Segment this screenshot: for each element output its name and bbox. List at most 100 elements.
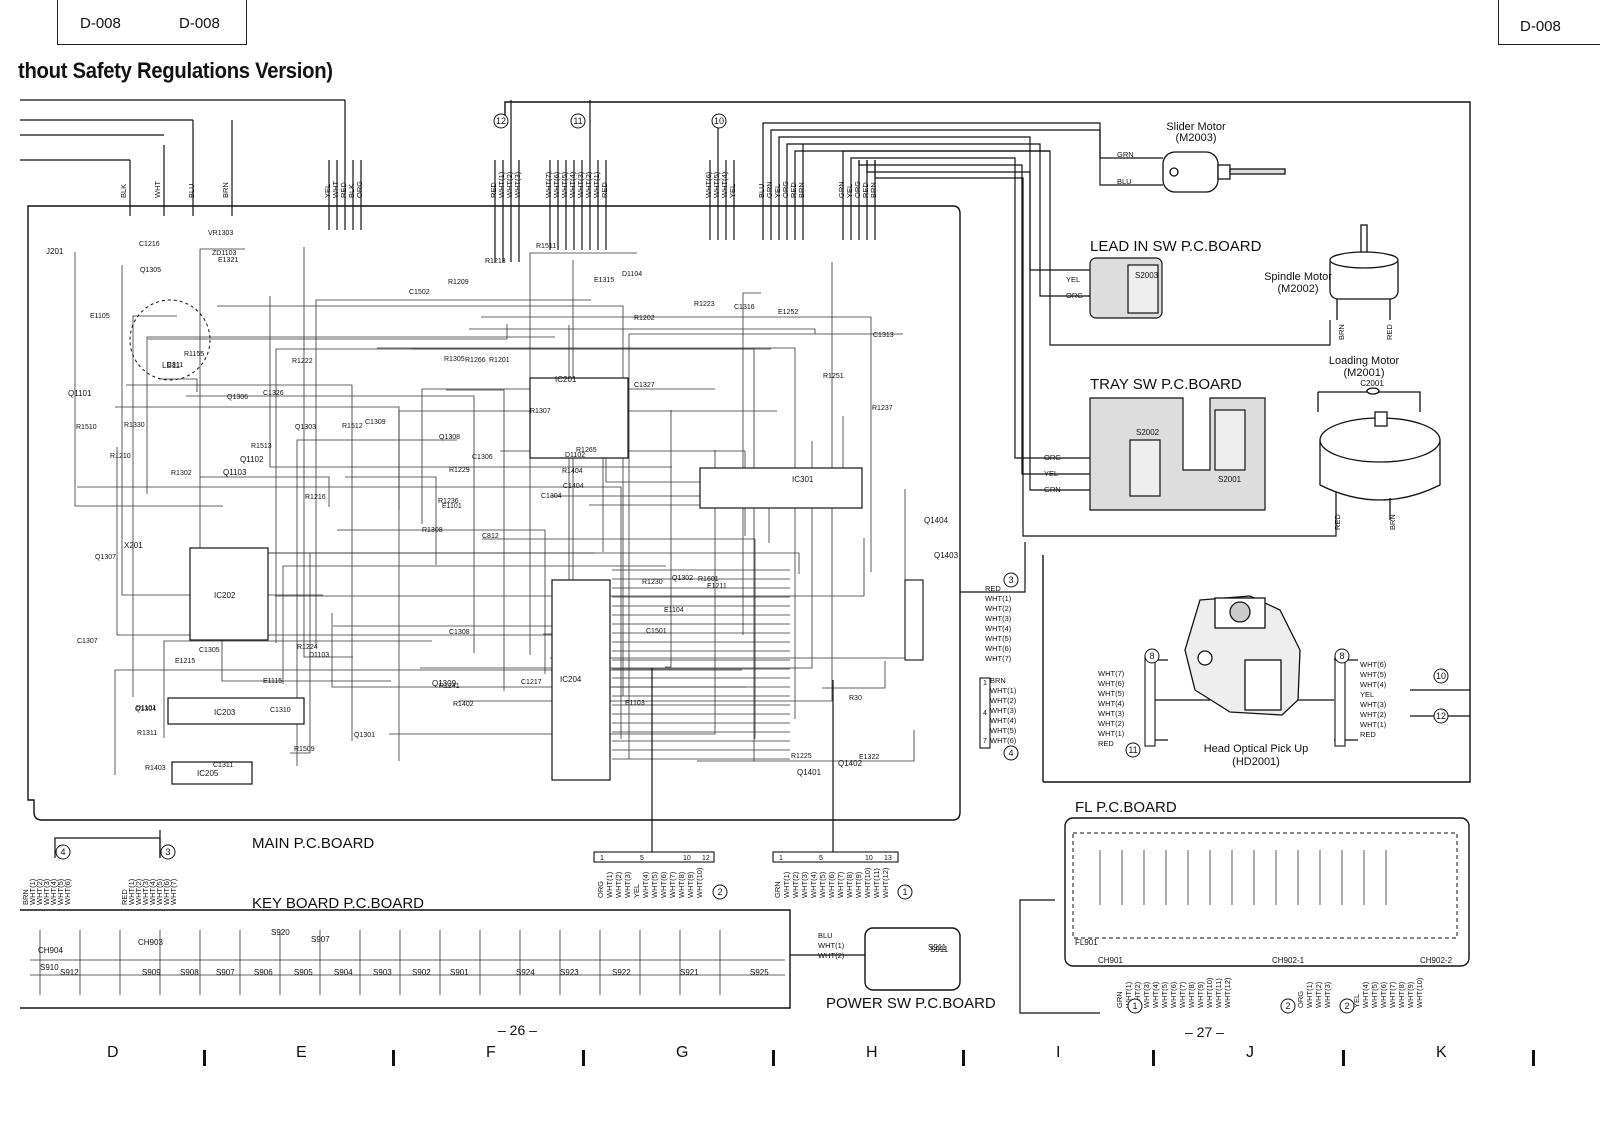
wire-bottom-a-11: WHT(10)	[695, 867, 704, 898]
ref-label-33: R1229	[449, 467, 470, 474]
ref-label-41: R1512	[342, 423, 363, 430]
ic301-chip	[699, 467, 863, 509]
mark-1b: 1	[1132, 1001, 1137, 1011]
zone-divider-4	[962, 1050, 965, 1066]
wire-fl2a-3: WHT(3)	[1323, 981, 1332, 1008]
wire-cb501-1: YEL	[845, 184, 854, 198]
mark-12b-ring	[1433, 708, 1449, 724]
wire-fl1-0: GRN	[1115, 991, 1124, 1008]
zone-divider-5	[1152, 1050, 1155, 1066]
ref-label-21: R1311	[137, 730, 157, 737]
wire-cb202-3: WHT(4)	[568, 171, 577, 198]
wire-cb201-3: WHT(3)	[513, 171, 522, 198]
wire-tray-2: GRN	[1044, 485, 1061, 494]
wire-cb202-2: WHT(5)	[560, 171, 569, 198]
wire-cb301-2: WHT(4)	[720, 171, 729, 198]
wire-fl2b-3: WHT(6)	[1379, 981, 1388, 1008]
s911-label: S911	[928, 943, 947, 952]
mark-2: 2	[717, 887, 722, 897]
ref-label-29: R1230	[642, 579, 663, 586]
wire-pickup-right-4: WHT(3)	[1360, 700, 1387, 709]
key-switch-6: S905	[294, 968, 313, 977]
key-board-label: KEY BOARD P.C.BOARD	[252, 895, 424, 912]
main-board-label: MAIN P.C.BOARD	[252, 835, 374, 852]
pin-a-c12: 12	[702, 855, 710, 862]
wire-bottom-b-1: WHT(1)	[782, 871, 791, 898]
mark-3b-ring	[160, 844, 176, 860]
mark-8b: 8	[1339, 651, 1344, 661]
ref-label-19: C1305	[199, 647, 220, 654]
key-switch-2: S909	[142, 968, 161, 977]
wire-bottom-a-1: WHT(1)	[605, 871, 614, 898]
wire-bottom-b-10: WHT(10)	[863, 867, 872, 898]
wire-fl2b-0: YEL	[1352, 994, 1361, 1008]
pin-b-c5: 5	[819, 855, 823, 862]
ch902-2-label: CH902-2	[1420, 956, 1453, 965]
mark-3b: 3	[165, 847, 170, 857]
ref-label-56: ZD1103	[212, 250, 236, 257]
ref-label-76: Q1306	[227, 394, 248, 401]
ref-label-31: R1236	[438, 498, 459, 505]
ref-label-72: Q1302	[672, 575, 693, 582]
ref-label-62: R1330	[124, 422, 145, 429]
ref-label-51: R1251	[823, 373, 844, 380]
ref-label-20: C1309	[365, 419, 386, 426]
ref-label-9: C1304	[541, 493, 562, 500]
ic203-chip	[167, 697, 305, 725]
mark-1-ring	[897, 884, 913, 900]
key-switch-7: S904	[334, 968, 353, 977]
main-board-outline	[27, 205, 961, 821]
slider-motor-label: Slider Motor	[1166, 121, 1226, 133]
q1401-label: Q1401	[797, 768, 822, 777]
wire-cb201-1: WHT(1)	[497, 171, 506, 198]
ref-label-77: Q1307	[95, 554, 116, 561]
ref-label-38: R30	[849, 695, 862, 702]
wire-key4-2: WHT(2)	[35, 878, 44, 905]
wire-fl2b-7: WHT(10)	[1415, 977, 1424, 1008]
zone-G: G	[676, 1044, 689, 1061]
ref-label-66: E1315	[594, 277, 614, 284]
wire-conn4-3: WHT(3)	[990, 706, 1017, 715]
zone-H: H	[866, 1044, 878, 1061]
mark-10b-ring	[1433, 668, 1449, 684]
wire-fl2a-0: ORG	[1296, 991, 1305, 1008]
wire-conn4-4: WHT(4)	[990, 716, 1017, 725]
key-switch-9: S902	[412, 968, 431, 977]
tray-switch-board	[1089, 397, 1266, 511]
wire-fl1-8: WHT(8)	[1187, 981, 1196, 1008]
ref-label-60: R1213	[485, 258, 506, 265]
wire-fl1-7: WHT(7)	[1178, 981, 1187, 1008]
wire-conn3-3: WHT(3)	[985, 614, 1012, 623]
spindle-motor-label: Spindle Motor	[1264, 271, 1332, 283]
zone-K: K	[1436, 1044, 1447, 1061]
pin-c-7: 7	[983, 738, 987, 745]
ref-label-10: E1321	[218, 257, 238, 264]
wire-fl2b-2: WHT(5)	[1370, 981, 1379, 1008]
wire-pickup-left-4: WHT(3)	[1098, 709, 1125, 718]
ref-label-24: R1265	[576, 447, 597, 454]
ic204-chip	[551, 579, 611, 781]
wire-pickup-left-0: WHT(7)	[1098, 669, 1125, 678]
lead-in-board-label: LEAD IN SW P.C.BOARD	[1090, 238, 1262, 255]
ref-label-45: R1510	[76, 424, 97, 431]
optical-pickup	[1184, 595, 1301, 716]
key-switch-8: S903	[373, 968, 392, 977]
key-switch-3: S908	[180, 968, 199, 977]
ref-label-25: E1211	[707, 583, 727, 590]
ref-label-75: Q1305	[140, 267, 161, 274]
ref-label-58: C1217	[521, 679, 542, 686]
wire-bottom-b-9: WHT(9)	[854, 871, 863, 898]
wire-key4-6: WHT(6)	[63, 878, 72, 905]
wire-fl1-3: WHT(3)	[1142, 981, 1151, 1008]
wire-bottom-b-4: WHT(4)	[809, 871, 818, 898]
wire-cb501-3: RED	[861, 182, 870, 198]
ref-label-39: R1601	[698, 576, 719, 583]
wire-lead-in-0: YEL	[1066, 275, 1080, 284]
wire-bottom-b-12: WHT(12)	[881, 867, 890, 898]
loading-motor	[1317, 387, 1441, 520]
wire-fl2a-1: WHT(1)	[1305, 981, 1314, 1008]
ref-label-26: R1155	[184, 351, 204, 358]
slider-motor	[1162, 151, 1286, 193]
ref-label-54: E1103	[625, 700, 645, 707]
ref-label-22: C1310	[270, 707, 291, 714]
